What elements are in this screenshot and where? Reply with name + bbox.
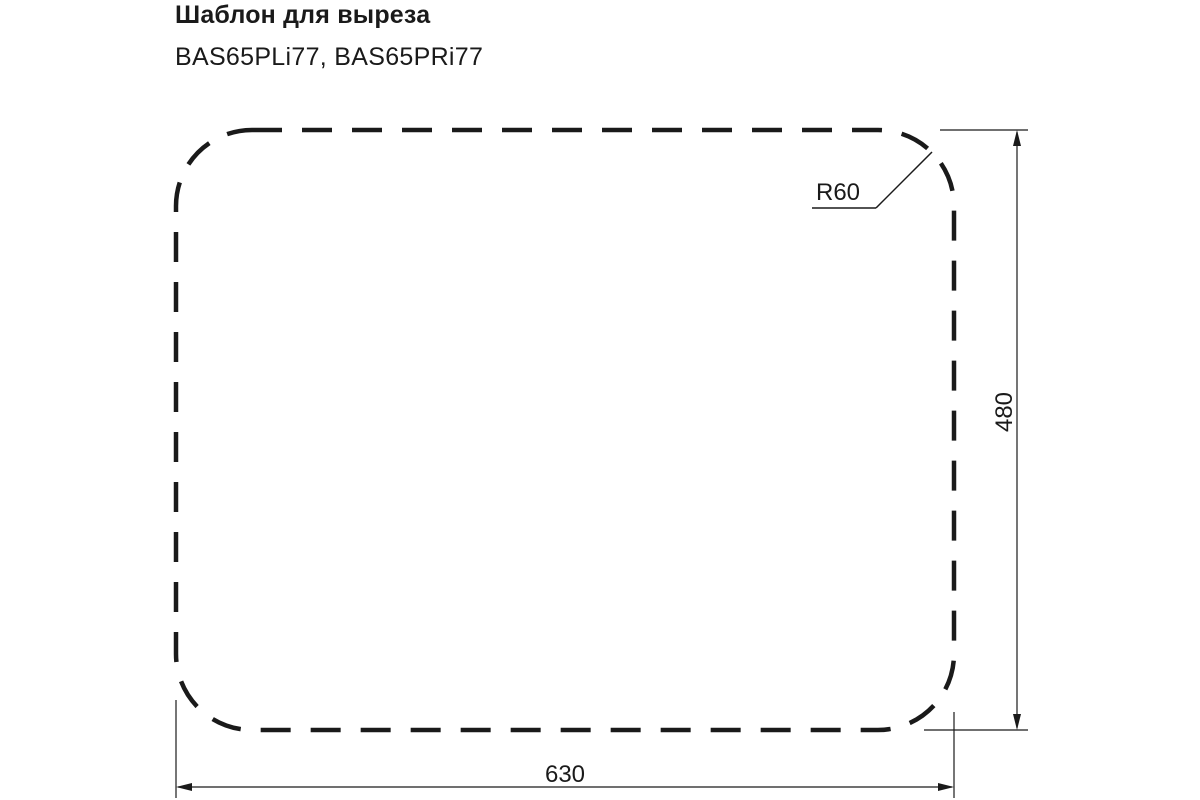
model-numbers: BAS65PLi77, BAS65PRi77 bbox=[175, 43, 484, 71]
height-arrow-top bbox=[1013, 130, 1021, 146]
radius-leader-line bbox=[875, 151, 933, 209]
width-arrow-right bbox=[938, 783, 954, 791]
height-arrow-bottom bbox=[1013, 714, 1021, 730]
radius-label: R60 bbox=[816, 179, 860, 206]
height-label: 480 bbox=[991, 392, 1018, 432]
width-arrow-left bbox=[176, 783, 192, 791]
cutout-outline bbox=[173, 127, 957, 733]
width-label: 630 bbox=[545, 761, 585, 788]
page-title: Шаблон для выреза bbox=[175, 1, 431, 29]
